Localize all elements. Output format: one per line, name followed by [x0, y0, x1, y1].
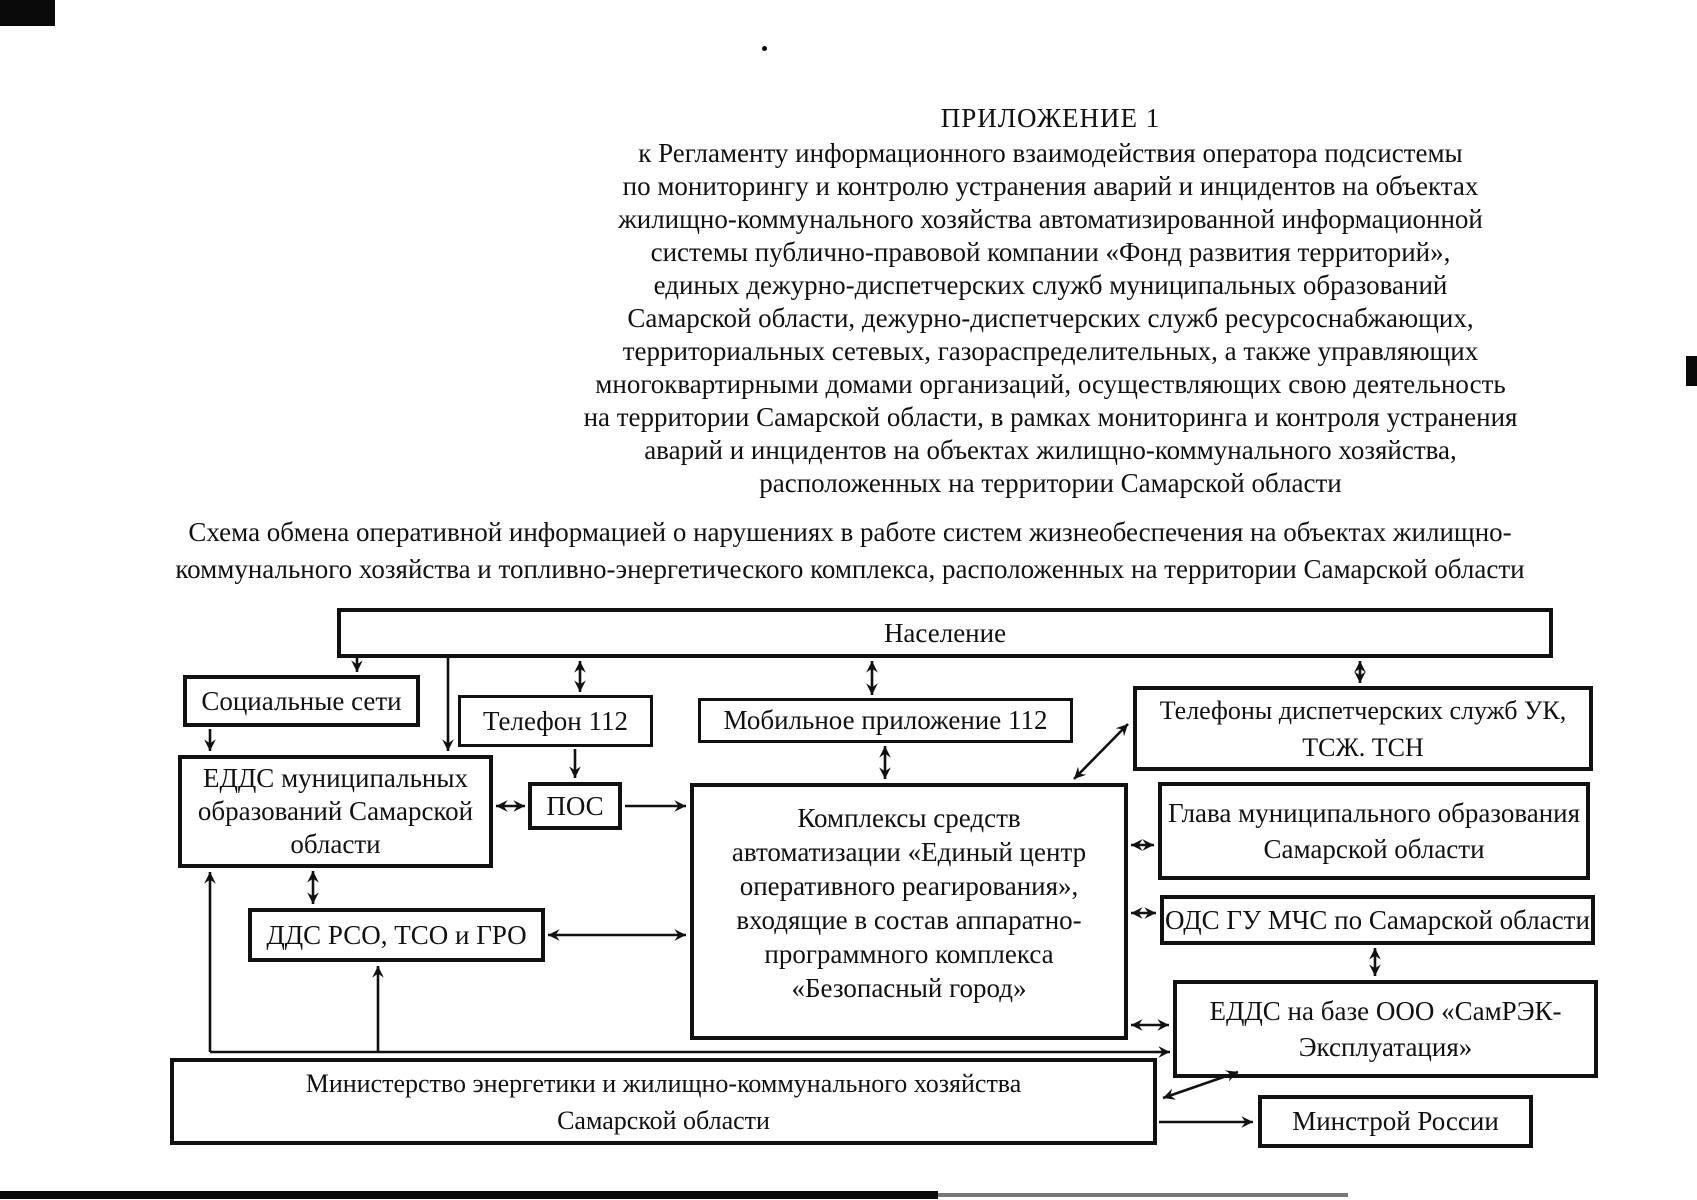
ministry-energy-line: Министерство энергетики и жилищно-коммун… [305, 1068, 1022, 1098]
phone-112-label: Телефон 112 [483, 705, 628, 736]
ksa-line: программного комплекса [764, 939, 1054, 969]
edds-samrek-line: Эксплуатация» [1298, 1032, 1473, 1062]
header-line: жилищно-коммунального хозяйства автомати… [618, 204, 1483, 234]
header-line: территориальных сетевых, газораспределит… [622, 336, 1479, 366]
ksa-line: входящие в состав аппаратно- [736, 905, 1082, 935]
header-line: к Регламенту информационного взаимодейст… [638, 138, 1463, 168]
header-line: расположенных на территории Самарской об… [759, 468, 1342, 498]
municipal-head-box: Глава муниципального образования Самарск… [1158, 782, 1590, 880]
social-networks-box: Социальные сети [183, 675, 420, 727]
edds-municipal-line: ЕДДС муниципальных [202, 763, 469, 793]
population-box: Население [337, 608, 1553, 658]
scan-artifact [0, 1191, 938, 1199]
scan-artifact [0, 0, 55, 26]
phone-112-box: Телефон 112 [458, 695, 653, 747]
ministry-energy-box: Министерство энергетики и жилищно-коммун… [170, 1058, 1157, 1145]
pos-label: ПОС [546, 790, 604, 821]
ods-mchs-box: ОДС ГУ МЧС по Самарской области [1160, 895, 1595, 945]
dispatch-phones-line: Телефоны диспетчерских служб УК, [1159, 695, 1567, 725]
scan-artifact [938, 1193, 1348, 1197]
header-line: на территории Самарской области, в рамка… [583, 402, 1518, 432]
ksa-line: Комплексы средств [797, 803, 1021, 833]
ods-mchs-label: ОДС ГУ МЧС по Самарской области [1165, 904, 1590, 935]
municipal-head-line: Самарской области [1263, 834, 1485, 864]
population-label: Население [883, 617, 1007, 648]
ksa-safe-city-box: Комплексы средств автоматизации «Единый … [690, 783, 1128, 1040]
scan-artifact [762, 46, 767, 51]
edds-municipal-line: области [290, 829, 381, 859]
ministry-energy-line: Самарской области [557, 1105, 770, 1135]
municipal-head-line: Глава муниципального образования [1167, 798, 1581, 828]
edds-municipal-line: образований Самарской [197, 796, 474, 826]
scheme-title-line: коммунального хозяйства и топливно-энерг… [175, 554, 1525, 584]
edds-samrek-line: ЕДДС на базе ООО «СамРЭК- [1209, 996, 1562, 1026]
dispatch-phones-uk-box: Телефоны диспетчерских служб УК, ТСЖ. ТС… [1133, 686, 1593, 771]
scan-artifact [1686, 356, 1697, 386]
mobile-app-112-box: Мобильное приложение 112 [698, 698, 1073, 743]
header-line: Самарской области, дежурно-диспетчерских… [627, 303, 1474, 333]
social-networks-label: Социальные сети [201, 685, 402, 716]
ksa-line: автоматизации «Единый центр [731, 837, 1087, 867]
edds-samrek-box: ЕДДС на базе ООО «СамРЭК- Эксплуатация» [1173, 980, 1598, 1078]
mobile-app-112-label: Мобильное приложение 112 [723, 705, 1048, 735]
document-header: ПРИЛОЖЕНИЕ 1 к Регламенту информационног… [548, 102, 1553, 500]
edds-municipal-box: ЕДДС муниципальных образований Самарской… [178, 755, 493, 868]
ksa-line: оперативного реагирования», [739, 871, 1079, 901]
header-line: многоквартирными домами организаций, осу… [595, 369, 1506, 399]
header-line: системы публично-правовой компании «Фонд… [650, 237, 1451, 267]
header-line: единых дежурно-диспетчерских служб муниц… [653, 270, 1448, 300]
minstroy-russia-box: Минстрой России [1258, 1095, 1533, 1148]
minstroy-russia-label: Минстрой России [1292, 1106, 1499, 1136]
dds-rso-tso-gro-box: ДДС РСО, ТСО и ГРО [248, 908, 545, 962]
pos-box: ПОС [528, 782, 622, 830]
ksa-line: «Безопасный город» [791, 973, 1027, 1003]
appendix-title: ПРИЛОЖЕНИЕ 1 [940, 103, 1161, 133]
scheme-title: Схема обмена оперативной информацией о н… [130, 514, 1570, 588]
dds-label: ДДС РСО, ТСО и ГРО [266, 919, 527, 950]
header-line: аварий и инцидентов на объектах жилищно-… [644, 435, 1457, 465]
dispatch-phones-line: ТСЖ. ТСН [1302, 732, 1424, 762]
scheme-title-line: Схема обмена оперативной информацией о н… [188, 517, 1512, 547]
header-line: по мониторингу и контролю устранения ава… [622, 171, 1479, 201]
